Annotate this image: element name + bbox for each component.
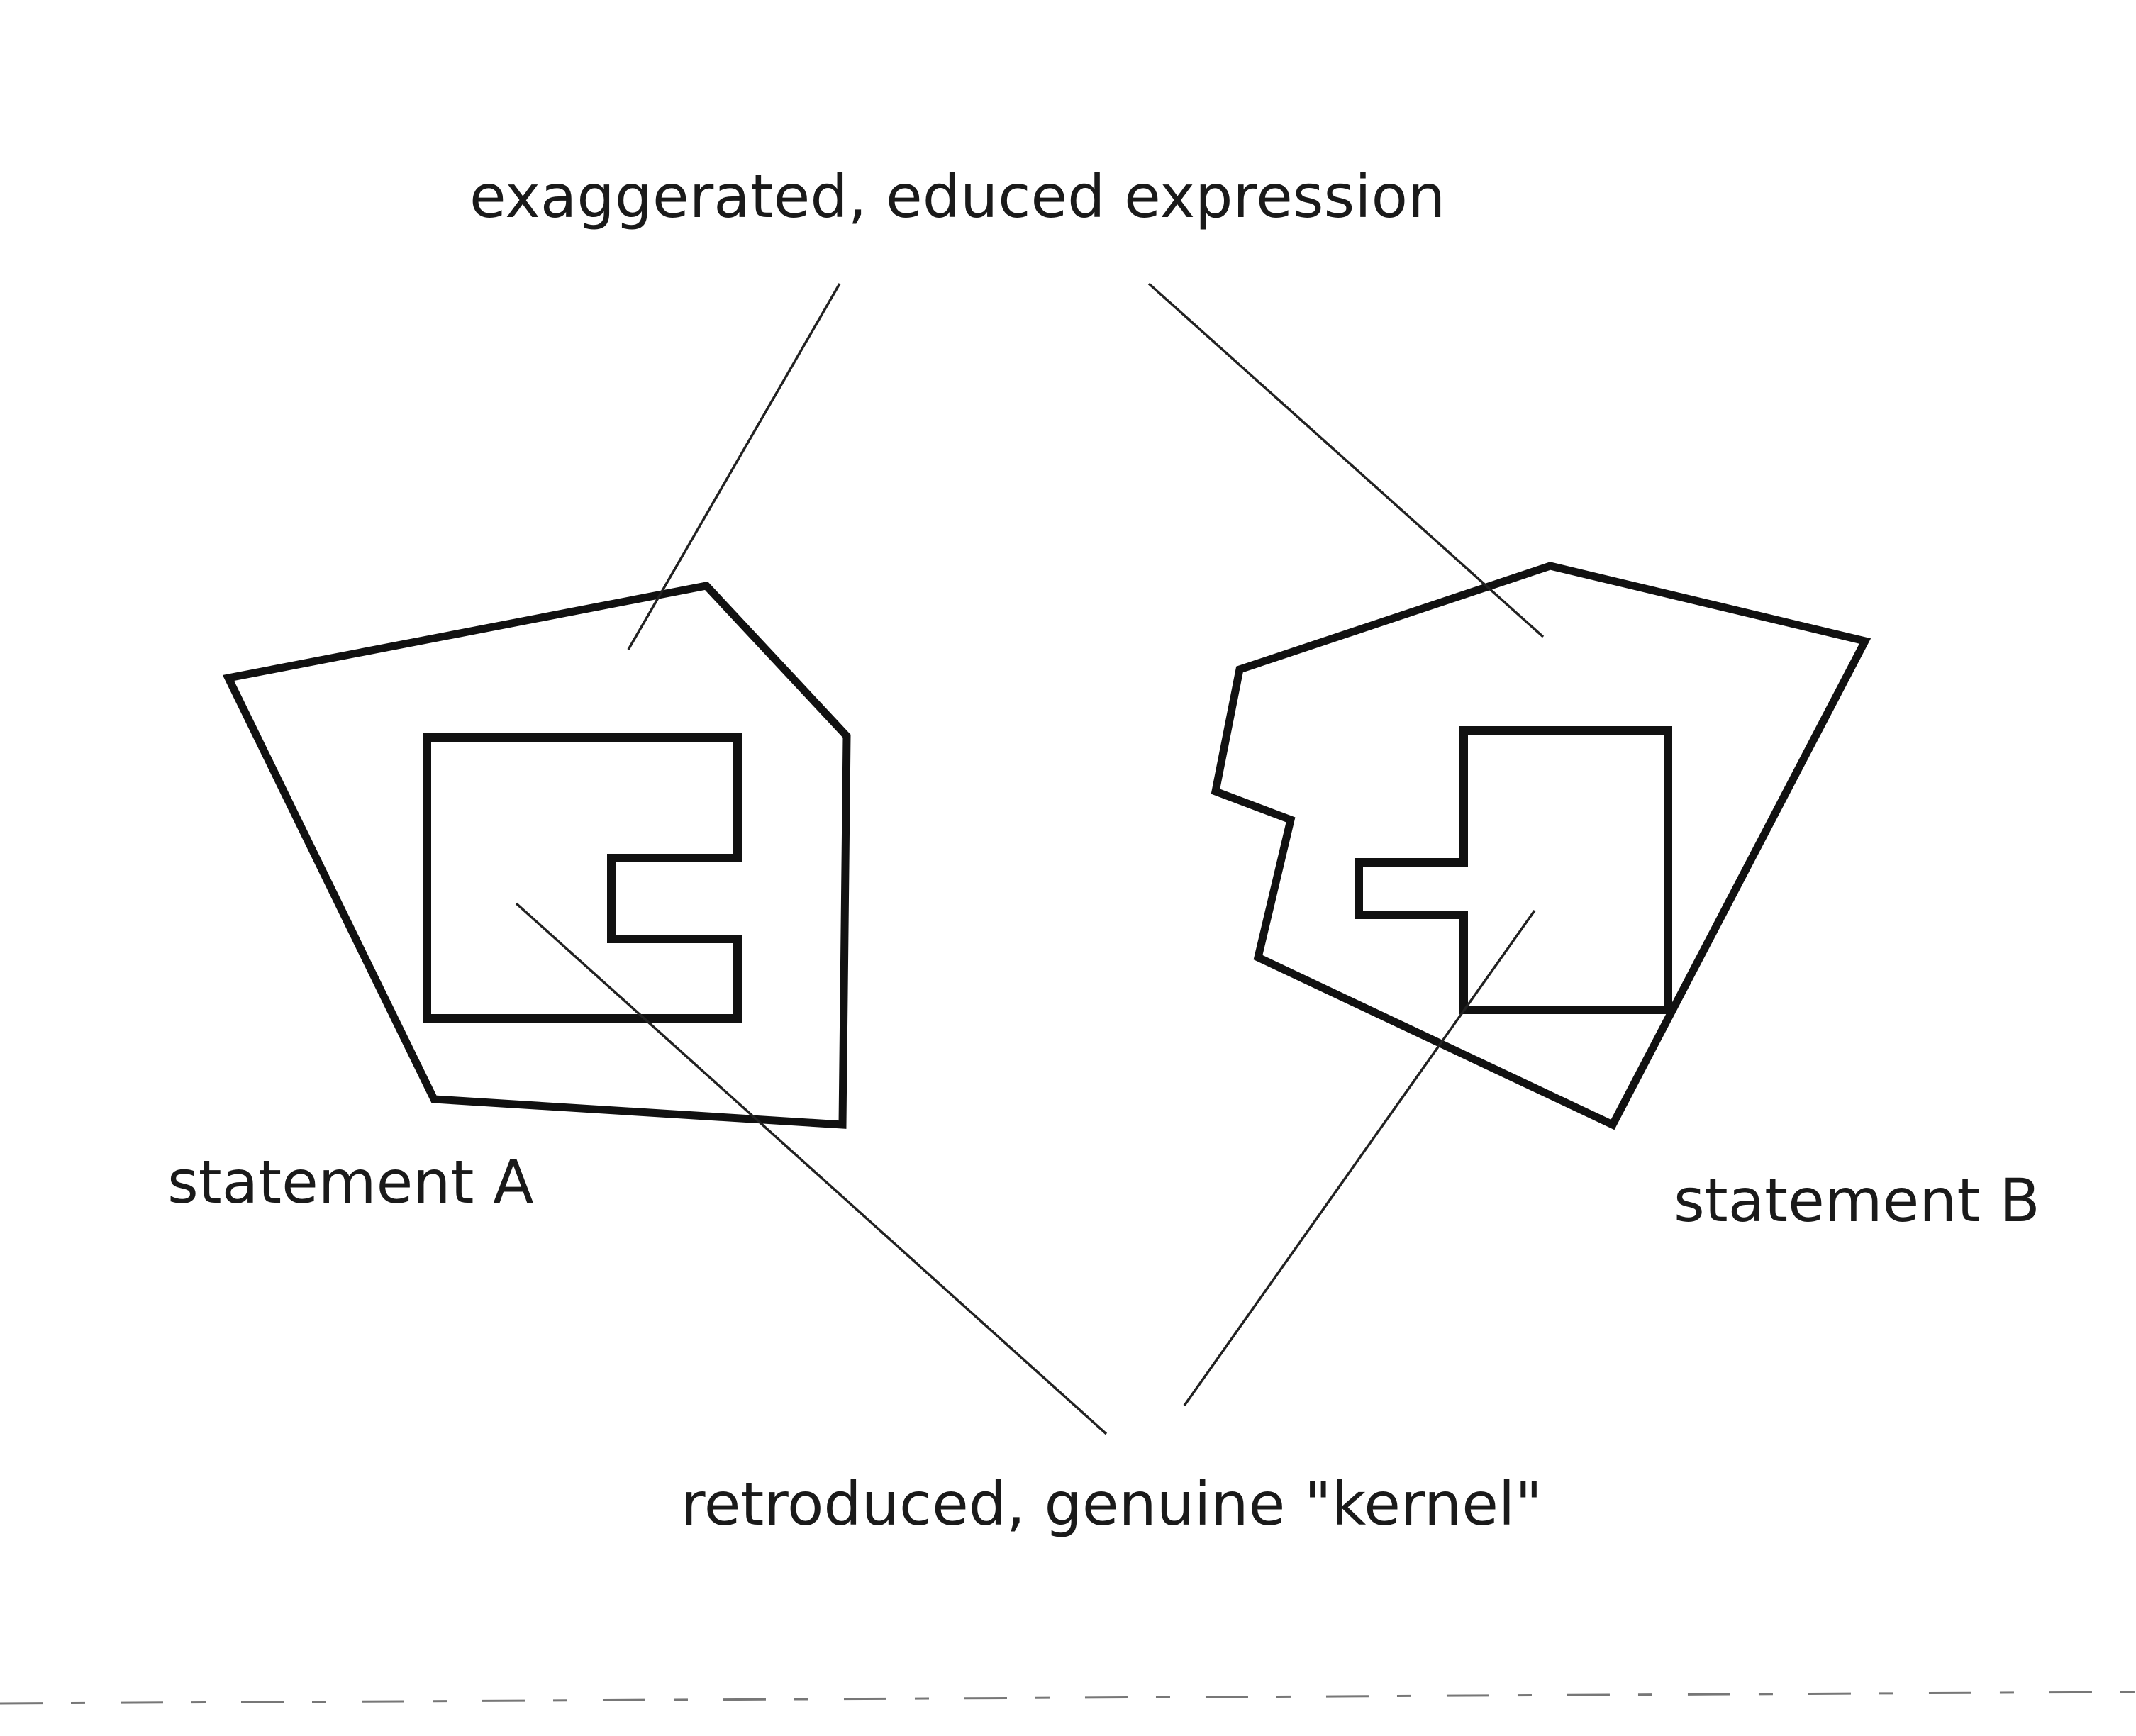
- statement-b-kernel-outline: [1355, 726, 1672, 1014]
- label-statement-b: statement B: [1674, 1166, 2040, 1235]
- label-exaggerated-expression: exaggerated, educed expression: [469, 162, 1445, 231]
- leader-line-top-to-a: [627, 283, 841, 650]
- leader-line-top-to-b: [1147, 282, 1545, 638]
- label-statement-a: statement A: [167, 1147, 534, 1217]
- statement-a-kernel-outline: [423, 733, 742, 1023]
- leader-line-bottom-to-a: [515, 902, 1108, 1435]
- statement-b-expression-outline: [1211, 562, 1871, 1130]
- scan-artifact-line: [0, 1691, 2136, 1705]
- statement-a-expression-outline: [222, 582, 851, 1129]
- leader-line-bottom-to-b: [1183, 909, 1536, 1407]
- label-genuine-kernel: retroduced, genuine "kernel": [681, 1469, 1542, 1539]
